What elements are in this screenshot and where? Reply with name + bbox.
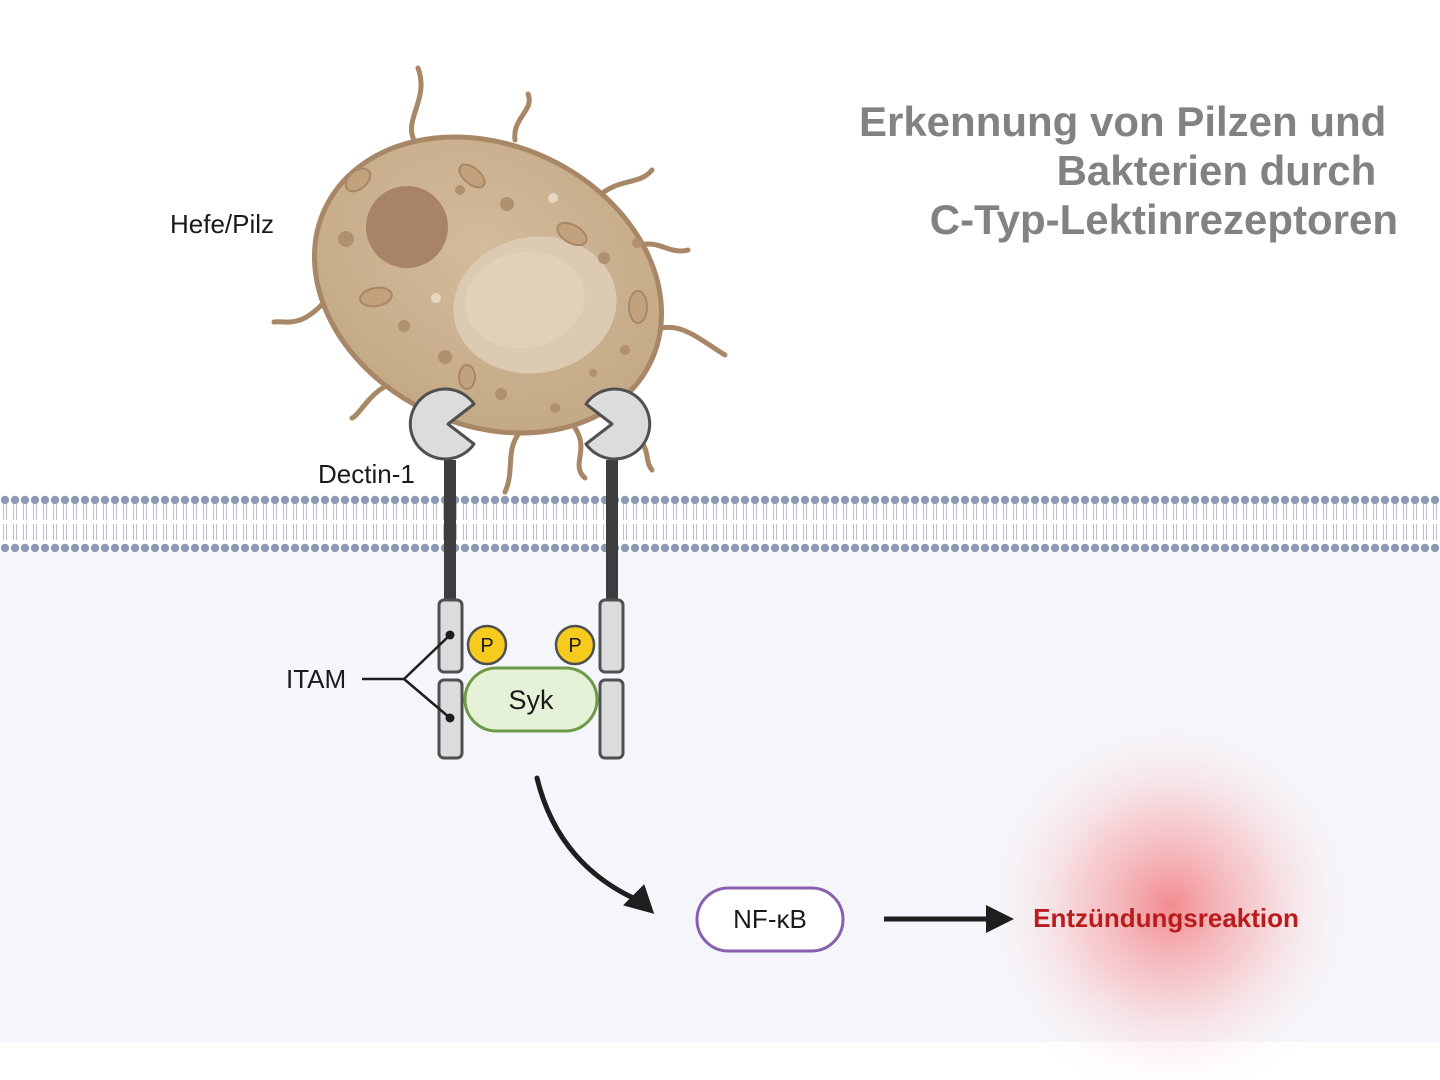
phosphate-right: P xyxy=(554,624,596,666)
dectin-1-label: Dectin-1 xyxy=(318,459,415,489)
title-line-2: Bakterien durch xyxy=(1057,147,1377,194)
inflammation-label: Entzündungsreaktion xyxy=(1033,903,1299,933)
signal-arrow-nfkb-to-outcome xyxy=(884,905,1014,933)
nfkb-box: NF-κB xyxy=(695,886,845,953)
phosphate-left-label: P xyxy=(480,635,493,657)
yeast-nucleus xyxy=(366,186,448,268)
yeast-mitochondria xyxy=(344,163,648,390)
dectin-1-receptor-left xyxy=(408,387,476,760)
nfkb-label: NF-κB xyxy=(733,904,807,934)
signal-arrow-syk-to-nfkb xyxy=(534,775,645,905)
dectin-1-receptor-right xyxy=(584,387,652,760)
syk-label: Syk xyxy=(508,685,554,715)
phosphate-left: P xyxy=(466,624,508,666)
title-line-3: C-Typ-Lektinrezeptoren xyxy=(930,196,1398,243)
phosphate-right-label: P xyxy=(568,635,581,657)
yeast-label: Hefe/Pilz xyxy=(170,209,274,239)
inflammation-glow xyxy=(970,705,1370,1080)
itam-label: ITAM xyxy=(286,664,346,694)
syk-kinase: Syk xyxy=(463,666,599,733)
title-line-1: Erkennung von Pilzen und xyxy=(859,98,1386,145)
signal-arrow-syk-head xyxy=(623,884,655,914)
diagram-title: Erkennung von Pilzen und Bakterien durch… xyxy=(859,98,1398,243)
cell-membrane xyxy=(0,494,1440,554)
itam-annotation: ITAM xyxy=(286,634,451,719)
